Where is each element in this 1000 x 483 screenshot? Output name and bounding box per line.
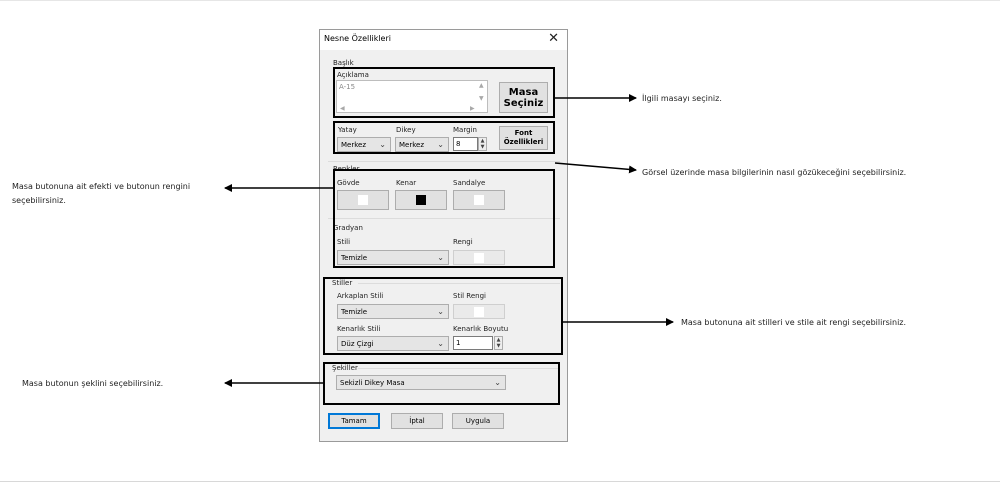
stil-rengi-chip (474, 306, 484, 317)
chevron-down-icon: ⌄ (494, 377, 501, 387)
spin-down-icon[interactable]: ▼ (496, 343, 501, 349)
masa-sec-line1: Masa (508, 86, 539, 98)
spin-up-icon[interactable]: ▲ (496, 337, 501, 343)
dikey-value: Merkez (399, 140, 425, 149)
highlight-sekiller (323, 362, 560, 405)
kenarlik-boyutu-spin[interactable]: ▲▼ (494, 336, 503, 350)
stil-rengi-label: Stil Rengi (453, 292, 486, 300)
uygula-button[interactable]: Uygula (452, 413, 504, 429)
gradyan-color-button[interactable] (453, 250, 505, 265)
govde-color-button[interactable] (337, 190, 389, 210)
chevron-down-icon: ⌄ (437, 252, 444, 262)
aciklama-value: A-15 (339, 83, 356, 91)
iptal-button[interactable]: İptal (391, 413, 443, 429)
highlight-renkler (333, 169, 555, 268)
arkaplan-stili-label: Arkaplan Stili (337, 292, 384, 300)
govde-label: Gövde (337, 179, 360, 187)
kenar-label: Kenar (396, 179, 417, 187)
sekil-value: Sekizli Dikey Masa (340, 378, 405, 387)
aciklama-label: Açıklama (337, 71, 369, 79)
yatay-select[interactable]: Merkez ⌄ (337, 137, 391, 152)
aciklama-textarea[interactable]: A-15 ▲ ▼ ◀ ▶ (336, 80, 488, 113)
masa-sec-line2: Seçiniz (503, 97, 544, 109)
yatay-label: Yatay (338, 126, 357, 134)
page-bottom-line (0, 481, 1000, 482)
kenar-color-button[interactable] (395, 190, 447, 210)
chevron-down-icon: ⌄ (437, 306, 444, 316)
scroll-right-icon[interactable]: ▶ (470, 105, 475, 112)
note-masa-sec: İlgili masayı seçiniz. (642, 94, 722, 103)
note-sekil: Masa butonun şeklini seçebilirsiniz. (22, 379, 164, 388)
scroll-left-icon[interactable]: ◀ (340, 105, 345, 112)
vertical-scrollbar[interactable]: ▲ ▼ (477, 81, 487, 112)
separator (328, 161, 560, 162)
section-gradyan-label: Gradyan (333, 224, 363, 232)
font-line2: Özellikleri (503, 138, 544, 146)
yatay-value: Merkez (341, 140, 367, 149)
dikey-select[interactable]: Merkez ⌄ (395, 137, 449, 152)
gradyan-stil-label: Stili (337, 238, 351, 246)
separator (358, 368, 560, 369)
kenar-color-chip (416, 195, 426, 205)
kenarlik-boyutu-input[interactable]: 1 (453, 336, 493, 350)
kenarlik-stili-label: Kenarlık Stili (337, 325, 381, 333)
gradyan-stil-value: Temizle (341, 253, 368, 262)
note-efekt-line1: Masa butonuna ait efekti ve butonun reng… (12, 182, 191, 191)
kenarlik-stili-select[interactable]: Düz Çizgi ⌄ (337, 336, 449, 351)
sandalye-color-button[interactable] (453, 190, 505, 210)
highlight-alignment (333, 121, 555, 154)
margin-value: 8 (456, 140, 461, 148)
sandalye-label: Sandalye (453, 179, 486, 187)
separator (328, 218, 560, 219)
highlight-stiller (323, 277, 563, 355)
kenarlik-stili-value: Düz Çizgi (341, 339, 374, 348)
dialog-title: Nesne Özellikleri (324, 34, 391, 43)
arkaplan-stili-select[interactable]: Temizle ⌄ (337, 304, 449, 319)
chevron-down-icon: ⌄ (437, 338, 444, 348)
separator (358, 283, 560, 284)
close-icon[interactable]: ✕ (548, 31, 559, 46)
dikey-label: Dikey (396, 126, 416, 134)
section-baslik-label: Başlık (333, 59, 354, 67)
chevron-down-icon: ⌄ (437, 139, 444, 149)
govde-color-chip (358, 195, 368, 205)
section-sekiller-label: Şekiller (332, 364, 358, 372)
dialog-titlebar: Nesne Özellikleri ✕ (320, 30, 567, 50)
page-top-line (0, 0, 1000, 1)
spin-up-icon[interactable]: ▲ (480, 138, 485, 144)
stil-rengi-button[interactable] (453, 304, 505, 319)
sandalye-color-chip (474, 195, 484, 205)
margin-label: Margin (453, 126, 477, 134)
note-stiller: Masa butonuna ait stilleri ve stile ait … (681, 318, 907, 327)
highlight-baslik (333, 67, 555, 118)
note-gorsel: Görsel üzerinde masa bilgilerinin nasıl … (642, 168, 907, 177)
tamam-button[interactable]: Tamam (328, 413, 380, 429)
kenarlik-boyutu-value: 1 (456, 339, 461, 347)
scroll-down-icon[interactable]: ▼ (479, 95, 484, 102)
gradyan-stil-select[interactable]: Temizle ⌄ (337, 250, 449, 265)
kenarlik-boyutu-label: Kenarlık Boyutu (453, 325, 509, 333)
scroll-up-icon[interactable]: ▲ (479, 82, 484, 89)
chevron-down-icon: ⌄ (379, 139, 386, 149)
margin-spin[interactable]: ▲▼ (478, 137, 487, 151)
section-stiller-label: Stiller (332, 279, 353, 287)
note-efekt-line2: seçebilirsiniz. (12, 196, 66, 205)
gradyan-color-chip (474, 252, 484, 263)
spin-down-icon[interactable]: ▼ (480, 144, 485, 150)
margin-input[interactable]: 8 (453, 137, 478, 151)
gradyan-renk-label: Rengi (453, 238, 473, 246)
sekil-select[interactable]: Sekizli Dikey Masa ⌄ (336, 375, 506, 390)
arkaplan-stili-value: Temizle (341, 307, 368, 316)
font-line1: Font (514, 129, 533, 137)
note-efekt: Masa butonuna ait efekti ve butonun reng… (12, 180, 190, 208)
